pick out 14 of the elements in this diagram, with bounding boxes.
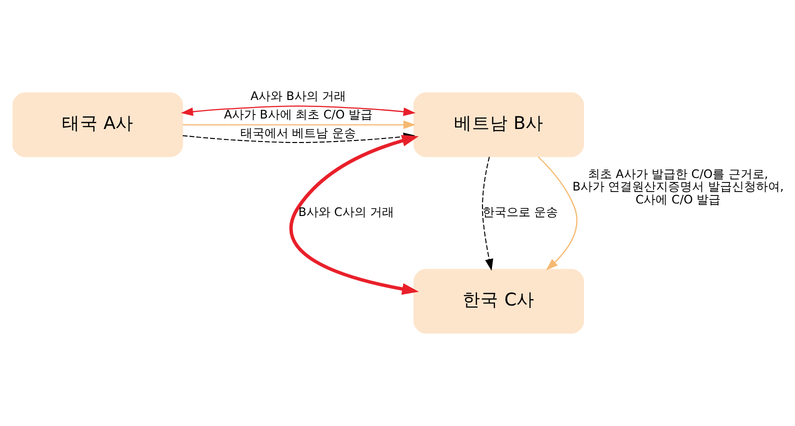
- edge-label: 최초 A사가 발급한 C/O를 근거로, B사가 연결원산지증명서 발급신청하여, C사에 C/O 발급: [572, 166, 784, 206]
- edge-label: B사와 C사의 거래: [298, 205, 394, 220]
- edge-label: A사가 B사에 최초 C/O 발급: [224, 108, 372, 122]
- edge-label: 한국으로 운송: [482, 205, 558, 220]
- node-box: 한국 C사: [413, 268, 584, 334]
- arrow: [182, 120, 416, 130]
- edge-label: 태국에서 베트남 운송: [240, 126, 356, 140]
- arrow: [289, 134, 419, 295]
- arrow: [538, 156, 578, 270]
- arrow: [482, 156, 494, 271]
- node-box: 태국 A사: [12, 92, 184, 158]
- edge-label: A사와 B사의 거래: [250, 88, 346, 103]
- node-box: 베트남 B사: [413, 92, 584, 158]
- arrow: [180, 106, 416, 116]
